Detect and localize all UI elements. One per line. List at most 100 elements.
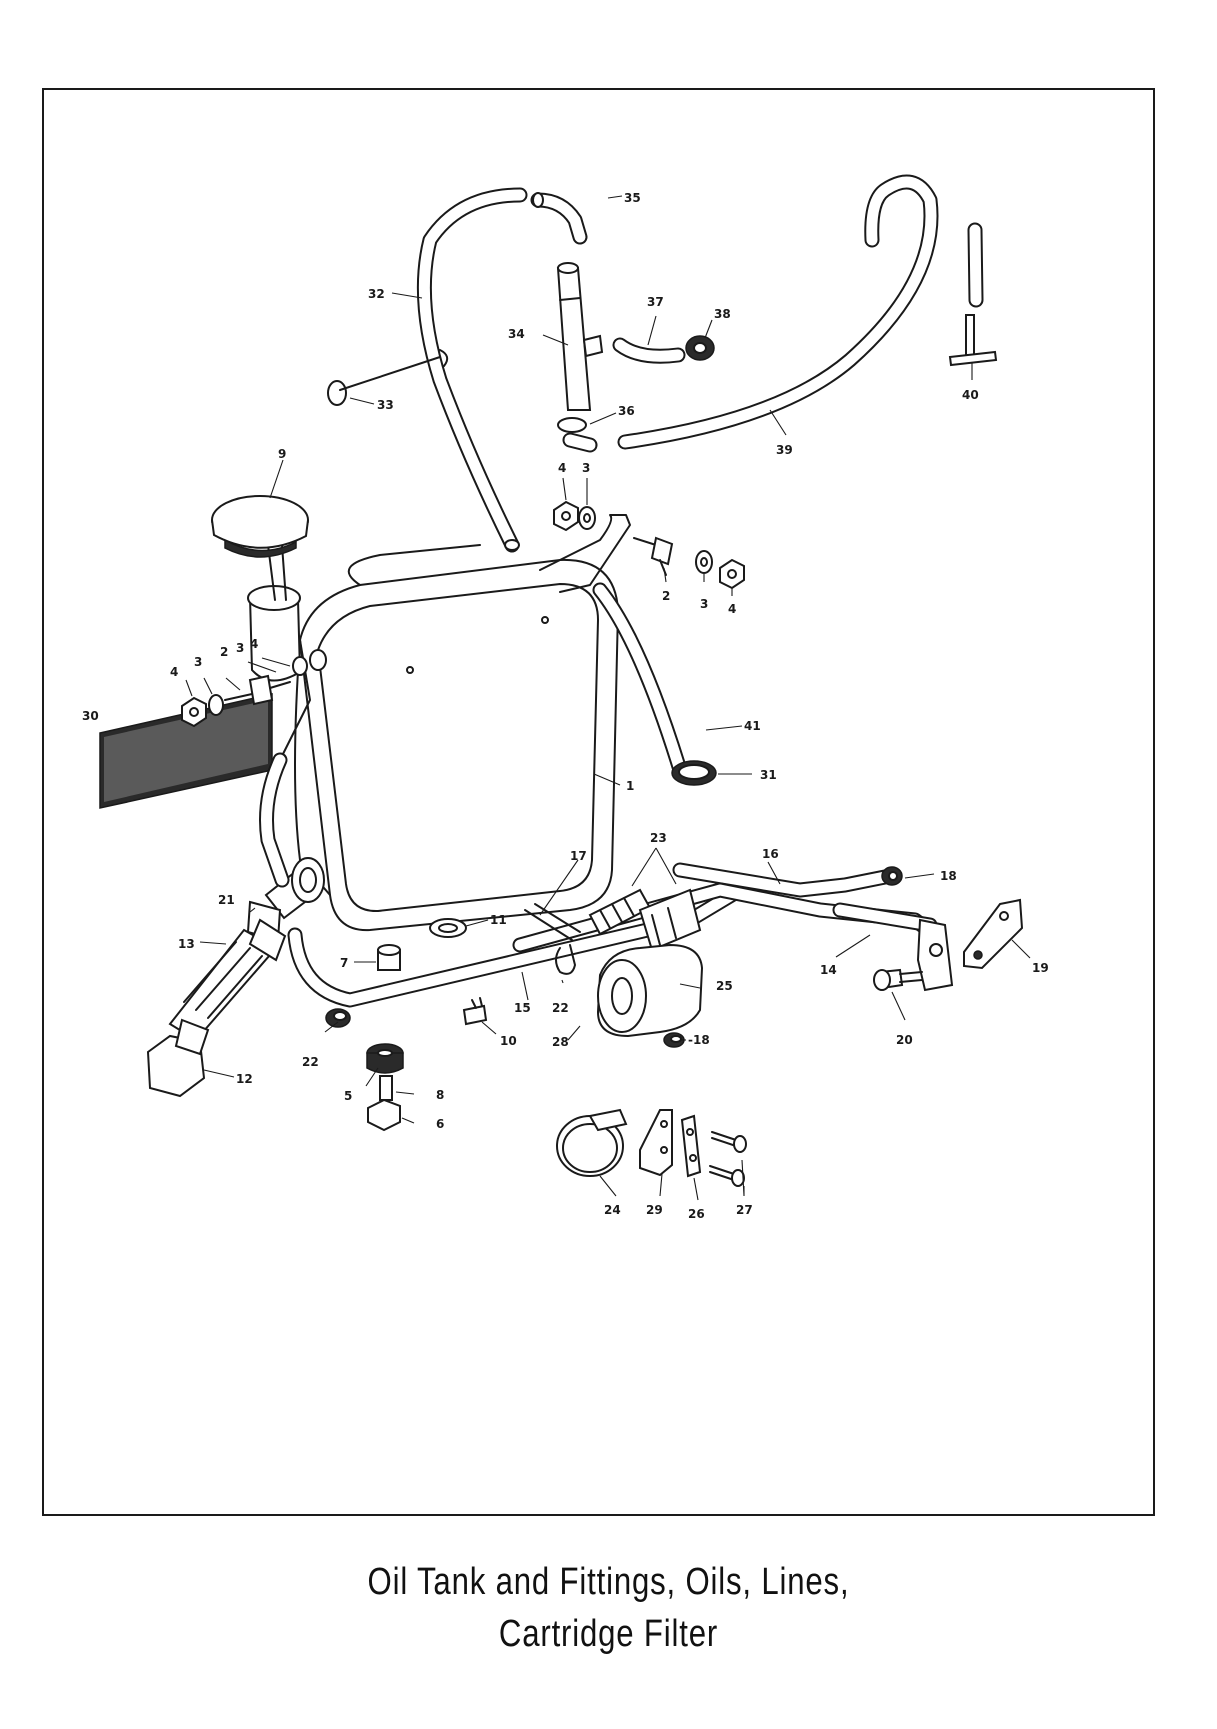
part-bracket-top — [539, 514, 631, 593]
callout-10: 10 — [500, 1034, 517, 1048]
part-6-nut — [367, 1098, 401, 1132]
part-26-spacer-plate — [680, 1114, 702, 1178]
callout-33: 33 — [377, 398, 394, 412]
callout-26: 26 — [688, 1207, 705, 1221]
part-40-tee-piece — [948, 314, 998, 367]
part-15-oil-line — [287, 882, 748, 1008]
part-4-nut-left — [181, 696, 207, 728]
part-31-hose-clamp — [671, 760, 717, 786]
part-25-cartridge-filter — [596, 943, 704, 1038]
callout-38: 38 — [714, 307, 731, 321]
part-3-washer-top-left — [578, 506, 596, 530]
callout-4-right: 4 — [728, 602, 736, 616]
part-34-breather-tube — [556, 262, 604, 411]
callout-3-left: 3 — [194, 655, 202, 669]
part-2-bolt-left — [224, 649, 327, 706]
callout-18-right: 18 — [940, 869, 957, 883]
callout-7: 7 — [340, 956, 348, 970]
part-8-bolt — [379, 1075, 393, 1101]
part-39-vent-hose — [617, 174, 984, 450]
callout-31: 31 — [760, 768, 777, 782]
callout-2-right: 2 — [662, 589, 670, 603]
callout-4-neck: 4 — [250, 637, 258, 651]
callout-25: 25 — [716, 979, 733, 993]
callout-40: 40 — [962, 388, 979, 402]
callout-22-center: 22 — [552, 1001, 569, 1015]
part-20-bolt — [873, 968, 923, 991]
part-3-washer-left — [208, 694, 224, 716]
callout-34: 34 — [508, 327, 525, 341]
callout-13: 13 — [178, 937, 195, 951]
callout-39: 39 — [776, 443, 793, 457]
part-2-bolt-right — [633, 536, 674, 576]
part-27-screws — [709, 1131, 747, 1187]
callout-36: 36 — [618, 404, 635, 418]
part-22-clamp-center — [555, 944, 576, 975]
callout-23: 23 — [650, 831, 667, 845]
callout-41: 41 — [744, 719, 761, 733]
callout-30: 30 — [82, 709, 99, 723]
part-18-hose-end-clamp — [881, 866, 903, 886]
callout-18-filter: -18 — [688, 1033, 710, 1047]
part-36-washer — [557, 417, 598, 453]
callout-2-left: 2 — [220, 645, 228, 659]
callout-24: 24 — [604, 1203, 621, 1217]
caption-line-1: Oil Tank and Fittings, Oils, Lines, — [367, 1561, 850, 1603]
part-tank-feed-pipe — [259, 752, 290, 888]
part-16-oil-line — [512, 862, 943, 953]
callout-labels: 35 32 34 37 38 40 33 36 39 9 4 3 2 3 4 4… — [82, 191, 1049, 1221]
part-4-nut-right — [719, 558, 745, 590]
part-9-filler-cap — [211, 495, 309, 682]
callout-11: 11 — [490, 913, 507, 927]
part-41-return-hose — [592, 582, 688, 778]
part-7-drain-plug — [377, 944, 401, 971]
part-5-cap-nut — [366, 1043, 404, 1074]
part-3-washer-right — [695, 550, 713, 574]
callout-4-left: 4 — [170, 665, 178, 679]
part-pipe-fitting-block — [916, 918, 954, 992]
caption-line-2: Cartridge Filter — [498, 1613, 719, 1655]
callout-20: 20 — [896, 1033, 913, 1047]
part-17-pipe-clip — [524, 903, 581, 941]
callout-3-right: 3 — [700, 597, 708, 611]
callout-37: 37 — [647, 295, 664, 309]
figure-caption: Oil Tank and Fittings, Oils, Lines, Cart… — [110, 1556, 1108, 1660]
callout-3-neck: 3 — [236, 641, 244, 655]
callout-6: 6 — [436, 1117, 444, 1131]
callout-35: 35 — [624, 191, 641, 205]
part-22-clamp-left — [325, 1008, 351, 1028]
callout-1: 1 — [626, 779, 634, 793]
callout-32: 32 — [368, 287, 385, 301]
callout-16: 16 — [762, 847, 779, 861]
part-14-oil-pipe — [832, 902, 938, 933]
part-19-flange-plate — [963, 898, 1024, 970]
callout-4-top: 4 — [558, 461, 566, 475]
diagram-frame — [42, 88, 1155, 1516]
callout-leaders — [185, 195, 1031, 1201]
part-4-nut-top-left — [553, 500, 579, 532]
part-12-banjo-nut — [146, 1018, 210, 1098]
part-18-small-clamp — [663, 1032, 685, 1048]
part-38-grommet — [685, 335, 715, 361]
callout-14: 14 — [820, 963, 837, 977]
callout-28: 28 — [552, 1035, 569, 1049]
part-32-breather-hose — [416, 187, 528, 553]
callout-29: 29 — [646, 1203, 663, 1217]
callout-22-left: 22 — [302, 1055, 319, 1069]
callout-17: 17 — [570, 849, 587, 863]
callout-27: 27 — [736, 1203, 753, 1217]
part-35-elbow-hose — [530, 192, 588, 245]
callout-19: 19 — [1032, 961, 1049, 975]
callout-15: 15 — [514, 1001, 531, 1015]
part-37-short-hose — [612, 337, 686, 364]
callout-8: 8 — [436, 1088, 444, 1102]
part-24-hose-clamp — [556, 1108, 628, 1177]
callout-5: 5 — [344, 1089, 352, 1103]
callout-9: 9 — [278, 447, 286, 461]
part-29-filter-bracket — [639, 1109, 673, 1177]
part-11-washer — [429, 918, 467, 938]
callout-12: 12 — [236, 1072, 253, 1086]
callout-21: 21 — [218, 893, 235, 907]
